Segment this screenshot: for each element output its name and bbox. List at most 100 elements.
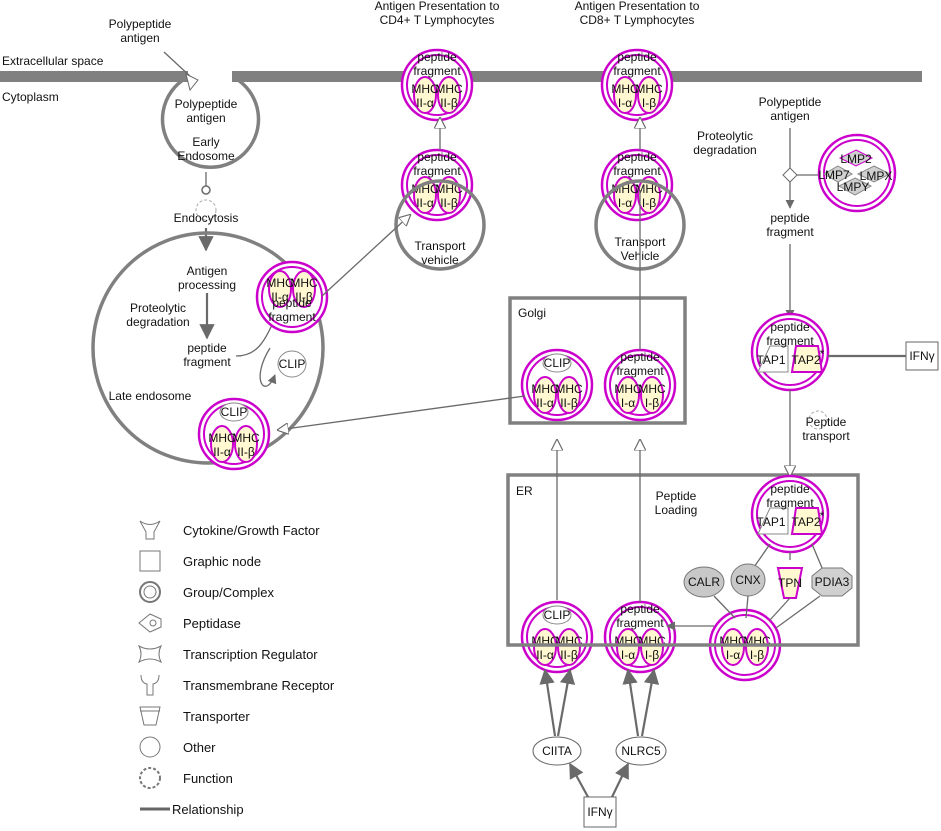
early-endosome-compartment bbox=[160, 76, 261, 170]
plasma-membrane-left bbox=[0, 71, 188, 82]
edge-late-endosome-vehicle bbox=[321, 215, 410, 297]
legend-label: Peptidase bbox=[183, 616, 241, 631]
proteasome-diamond bbox=[782, 167, 798, 183]
plasma-membrane-right bbox=[232, 71, 922, 82]
other-icon bbox=[139, 736, 161, 758]
legend-item: Transmembrane Receptor bbox=[140, 674, 335, 696]
peptidase-icon bbox=[138, 613, 162, 633]
extracellular-space-label: Extracellular space bbox=[2, 54, 104, 68]
ifng-node-right bbox=[905, 341, 939, 371]
mhc-alpha-chain bbox=[613, 76, 637, 114]
legend-item: Transcription Regulator bbox=[137, 644, 318, 664]
mhc-alpha-chain bbox=[616, 628, 640, 666]
edge-nlrc5-mhci-a bbox=[622, 668, 640, 737]
mhc-alpha-chain bbox=[413, 76, 437, 114]
mhc-beta-chain bbox=[437, 176, 461, 214]
golgi-compartment bbox=[508, 296, 687, 425]
legend-label: Function bbox=[183, 771, 233, 786]
late-endosome-label: Late endosome bbox=[109, 389, 192, 403]
legend-item: Function bbox=[139, 767, 233, 789]
edge-pdia3-mhc bbox=[775, 595, 821, 629]
mhc-alpha-chain bbox=[268, 270, 292, 308]
edge-golgi-late-endosome bbox=[278, 395, 526, 430]
legend-item: Graphic node bbox=[139, 550, 261, 572]
svg-text:CIITA: CIITA bbox=[542, 744, 572, 758]
mhc-beta-chain bbox=[640, 376, 664, 414]
svg-text:CALR: CALR bbox=[688, 575, 720, 589]
mhc-beta-chain bbox=[745, 628, 769, 666]
transmembrane-receptor-icon bbox=[140, 674, 160, 696]
edge-cnx-mhc bbox=[745, 595, 749, 619]
mhc-alpha-chain bbox=[616, 376, 640, 414]
edge-antigen-entry bbox=[163, 51, 193, 79]
svg-text:NLRC5: NLRC5 bbox=[621, 744, 661, 758]
transcription-regulator-icon bbox=[137, 644, 163, 664]
mhc-beta-chain bbox=[292, 270, 316, 308]
graphic-node-icon bbox=[139, 550, 161, 572]
legend-label: Cytokine/Growth Factor bbox=[183, 523, 320, 538]
edge-complex-to-clip bbox=[259, 347, 277, 387]
svg-text:TAP2: TAP2 bbox=[791, 515, 820, 529]
edge-ifng-nlrc5 bbox=[611, 762, 629, 798]
edge-ifng-ciita bbox=[569, 762, 589, 798]
endocytosis-label: Endocytosis bbox=[174, 211, 239, 225]
endocytosis-function-icon bbox=[195, 199, 217, 221]
svg-text:TAP1: TAP1 bbox=[756, 515, 785, 529]
mhc-beta-chain bbox=[637, 76, 661, 114]
tap1-label: TAP1 bbox=[756, 353, 785, 367]
edge-nlrc5-mhci-b bbox=[640, 668, 660, 737]
legend-item: Relationship bbox=[140, 802, 244, 817]
transporter-icon bbox=[139, 706, 161, 726]
mhc-alpha-chain bbox=[721, 628, 745, 666]
legend-label: Relationship bbox=[172, 802, 244, 817]
legend-item: Other bbox=[139, 736, 216, 758]
mhc-alpha-chain bbox=[533, 628, 557, 666]
svg-text:CLIP: CLIP bbox=[544, 356, 571, 370]
legend-label: Graphic node bbox=[183, 554, 261, 569]
mhc-beta-chain bbox=[637, 176, 661, 214]
legend-label: Group/Complex bbox=[183, 585, 275, 600]
entry-marker bbox=[185, 73, 199, 92]
svg-text:LMPY: LMPY bbox=[837, 180, 870, 194]
golgi-label: Golgi bbox=[518, 306, 546, 320]
er-label: ER bbox=[516, 484, 533, 498]
pdia3-node bbox=[811, 567, 853, 597]
svg-text:CLIP: CLIP bbox=[221, 405, 248, 419]
group-complex-icon bbox=[139, 581, 161, 603]
er-compartment bbox=[506, 473, 860, 647]
cytoplasm-label: Cytoplasm bbox=[2, 90, 59, 104]
ifng-bottom-label: IFNγ bbox=[587, 805, 612, 819]
svg-text:*: * bbox=[820, 509, 825, 523]
mhc-beta-chain bbox=[557, 376, 581, 414]
ifng-right-label: IFNγ bbox=[909, 349, 934, 363]
mhc-beta-chain bbox=[640, 628, 664, 666]
edge-ciita-mhcii-a bbox=[539, 668, 557, 737]
